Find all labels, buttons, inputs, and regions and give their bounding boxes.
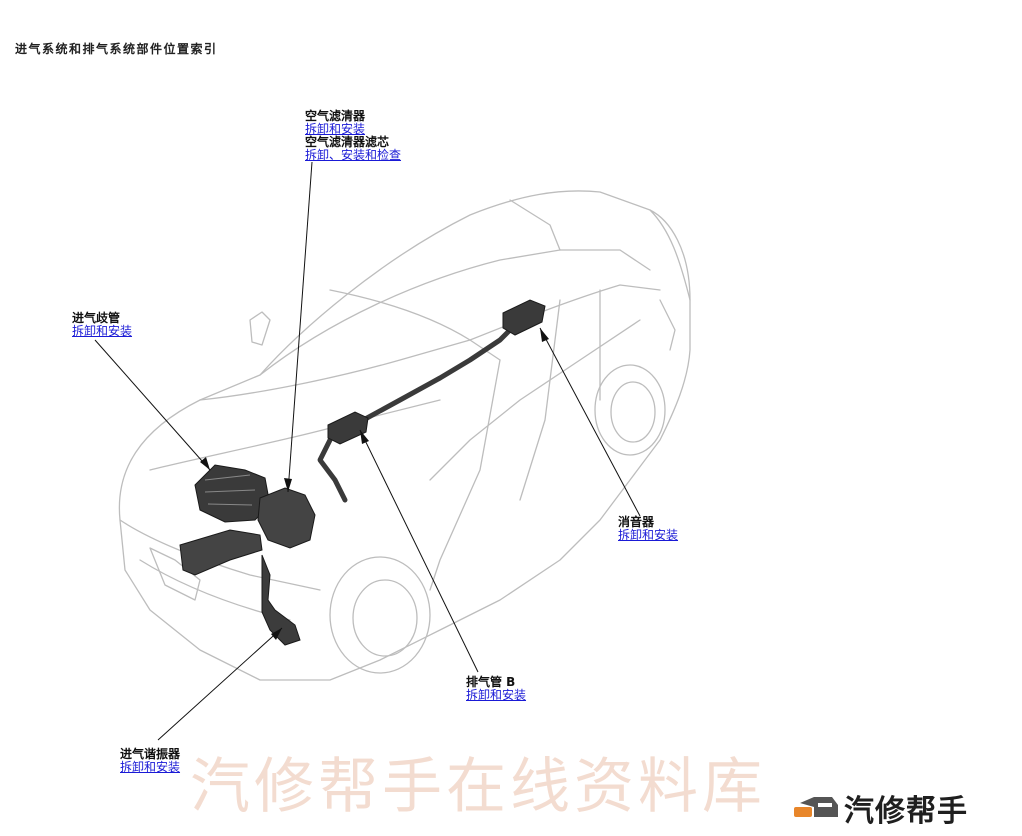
callout-intake-manifold: 进气歧管 拆卸和安装: [72, 312, 132, 338]
air-cleaner-label: 空气滤清器: [305, 109, 366, 123]
brand-mark: 汽修帮手: [792, 790, 968, 829]
callout-muffler: 消音器 拆卸和安装: [618, 516, 678, 542]
leader-arrowheads: [200, 328, 549, 640]
callout-exhaust-pipe-b: 排气管 B 拆卸和安装: [466, 676, 526, 702]
muffler-part: [327, 299, 546, 445]
muffler-label: 消音器: [618, 515, 655, 529]
car-outline: [118, 190, 691, 681]
intake-resonator-link[interactable]: 拆卸和安装: [120, 760, 181, 774]
exhaust-pipe-b-link[interactable]: 拆卸和安装: [466, 688, 527, 702]
page-title: 进气系统和排气系统部件位置索引: [15, 42, 218, 56]
exhaust-pipe-b-label: 排气管 B: [466, 675, 516, 689]
air-cleaner-element-label: 空气滤清器滤芯: [305, 135, 390, 149]
air-cleaner-link[interactable]: 拆卸和安装: [305, 122, 366, 136]
callout-intake-resonator: 进气谐振器 拆卸和安装: [120, 748, 180, 774]
exhaust-pipe-part: [317, 322, 518, 503]
intake-resonator-part: [261, 554, 301, 646]
muffler-link[interactable]: 拆卸和安装: [618, 528, 679, 542]
callout-air-cleaner-element: 空气滤清器滤芯 拆卸、安装和检查: [305, 136, 401, 162]
brand-name: 汽修帮手: [844, 794, 968, 829]
brand-logo-icon: [794, 797, 838, 817]
intake-resonator-label: 进气谐振器: [120, 747, 181, 761]
callout-air-cleaner: 空气滤清器 拆卸和安装: [305, 110, 365, 136]
leader-lines: [94, 161, 641, 741]
intake-manifold-link[interactable]: 拆卸和安装: [72, 324, 133, 338]
air-cleaner-element-link[interactable]: 拆卸、安装和检查: [305, 148, 402, 162]
air-cleaner-part: [179, 487, 316, 576]
intake-manifold-label: 进气歧管: [72, 311, 121, 325]
